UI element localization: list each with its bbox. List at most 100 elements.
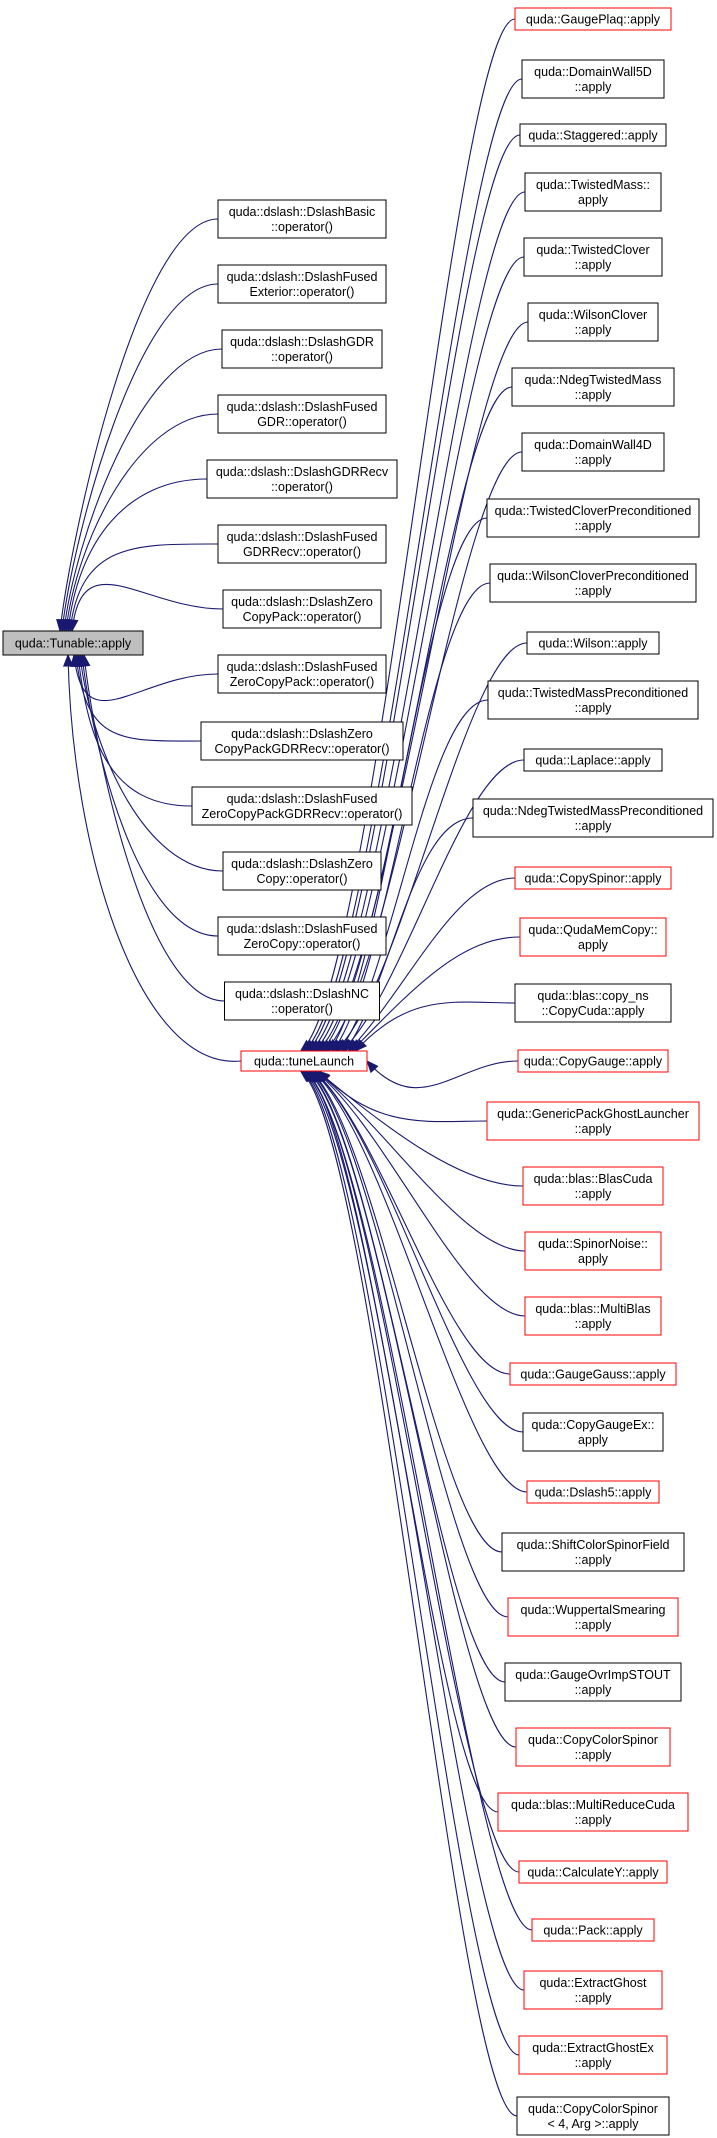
- node-r10-label: ::apply: [575, 584, 613, 598]
- node-r32[interactable]: quda::Pack::apply: [531, 1918, 655, 1942]
- node-r35[interactable]: quda::CopyColorSpinor< 4, Arg >::apply: [516, 2096, 670, 2136]
- node-r11[interactable]: quda::Wilson::apply: [526, 631, 660, 655]
- node-tunable-apply[interactable]: quda::Tunable::apply: [2, 630, 144, 656]
- node-r31[interactable]: quda::CalculateY::apply: [518, 1860, 668, 1884]
- node-d3-box: [221, 329, 383, 369]
- node-r21[interactable]: quda::SpinorNoise::apply: [524, 1231, 662, 1271]
- node-r13[interactable]: quda::Laplace::apply: [523, 748, 663, 772]
- node-d6-label: GDRRecv::operator(): [243, 545, 361, 559]
- node-r8-label: ::apply: [575, 453, 613, 467]
- call-edge: [61, 283, 219, 632]
- node-d2[interactable]: quda::dslash::DslashFusedExterior::opera…: [217, 264, 387, 304]
- node-d2-box: [217, 264, 387, 304]
- node-r14[interactable]: quda::NdegTwistedMassPreconditioned::app…: [472, 798, 714, 838]
- node-r26[interactable]: quda::ShiftColorSpinorField::apply: [501, 1532, 685, 1572]
- call-edge: [305, 1070, 499, 1813]
- node-d6-box: [217, 524, 387, 564]
- node-r4[interactable]: quda::TwistedMass::apply: [524, 172, 662, 212]
- node-r25-box: [526, 1480, 660, 1504]
- node-r21-label: quda::SpinorNoise::: [538, 1237, 648, 1251]
- node-r8-box: [521, 432, 665, 472]
- call-edge: [302, 1070, 525, 1991]
- node-d1[interactable]: quda::dslash::DslashBasic::operator(): [217, 199, 387, 239]
- node-r7-label: ::apply: [575, 388, 613, 402]
- node-r16-box: [519, 917, 667, 957]
- node-d13-box: [224, 981, 380, 1021]
- node-r17-box: [514, 983, 672, 1023]
- call-edge: [69, 543, 219, 632]
- node-r24[interactable]: quda::CopyGaugeEx::apply: [522, 1412, 664, 1452]
- node-r2[interactable]: quda::DomainWall5D::apply: [521, 59, 665, 99]
- node-d8[interactable]: quda::dslash::DslashFusedZeroCopyPack::o…: [217, 654, 387, 694]
- node-r17-label: ::CopyCuda::apply: [542, 1004, 646, 1018]
- node-r30[interactable]: quda::blas::MultiReduceCuda::apply: [497, 1792, 689, 1832]
- node-r14-label: quda::NdegTwistedMassPreconditioned: [483, 804, 703, 818]
- node-r31-label: quda::CalculateY::apply: [527, 1866, 659, 1880]
- node-r6[interactable]: quda::WilsonClover::apply: [527, 302, 659, 342]
- node-r20[interactable]: quda::blas::BlasCuda::apply: [522, 1166, 664, 1206]
- node-r15[interactable]: quda::CopySpinor::apply: [514, 866, 672, 890]
- call-edge: [309, 1070, 509, 1618]
- node-r25[interactable]: quda::Dslash5::apply: [526, 1480, 660, 1504]
- node-r17[interactable]: quda::blas::copy_ns::CopyCuda::apply: [514, 983, 672, 1023]
- node-tunelaunch-box: [240, 1050, 368, 1072]
- call-edge: [347, 877, 516, 1052]
- call-edge: [79, 654, 224, 872]
- node-r27-box: [507, 1597, 679, 1637]
- node-r19-label: quda::GenericPackGhostLauncher: [497, 1107, 689, 1121]
- node-r19[interactable]: quda::GenericPackGhostLauncher::apply: [486, 1101, 700, 1141]
- node-d5-label: quda::dslash::DslashGDRRecv: [216, 465, 389, 479]
- node-r29-box: [515, 1727, 671, 1767]
- node-r26-box: [501, 1532, 685, 1572]
- node-r23-box: [509, 1362, 677, 1386]
- node-r5-label: ::apply: [575, 258, 613, 272]
- node-d9[interactable]: quda::dslash::DslashZeroCopyPackGDRRecv:…: [200, 721, 404, 761]
- node-r12[interactable]: quda::TwistedMassPreconditioned::apply: [487, 680, 699, 720]
- node-r10[interactable]: quda::WilsonCloverPreconditioned::apply: [489, 563, 697, 603]
- node-r7-box: [511, 367, 675, 407]
- node-r28-label: ::apply: [575, 1683, 613, 1697]
- node-d6[interactable]: quda::dslash::DslashFusedGDRRecv::operat…: [217, 524, 387, 564]
- call-edge: [63, 348, 223, 632]
- node-r29[interactable]: quda::CopyColorSpinor::apply: [515, 1727, 671, 1767]
- node-r8-label: quda::DomainWall4D: [534, 438, 652, 452]
- node-r22-box: [524, 1296, 662, 1336]
- node-r29-label: ::apply: [575, 1748, 613, 1762]
- edge-arrowhead: [299, 1070, 313, 1083]
- node-d13[interactable]: quda::dslash::DslashNC::operator(): [224, 981, 380, 1021]
- node-d10[interactable]: quda::dslash::DslashFusedZeroCopyPackGDR…: [191, 786, 413, 826]
- node-r2-box: [521, 59, 665, 99]
- node-d7[interactable]: quda::dslash::DslashZeroCopyPack::operat…: [222, 589, 382, 629]
- node-r23[interactable]: quda::GaugeGauss::apply: [509, 1362, 677, 1386]
- node-r14-box: [472, 798, 714, 838]
- node-d3[interactable]: quda::dslash::DslashGDR::operator(): [221, 329, 383, 369]
- node-d5[interactable]: quda::dslash::DslashGDRRecv::operator(): [206, 459, 398, 499]
- call-edge: [67, 478, 208, 632]
- node-r27-label: ::apply: [575, 1618, 613, 1632]
- node-r20-label: ::apply: [575, 1187, 613, 1201]
- node-r5[interactable]: quda::TwistedClover::apply: [523, 237, 663, 277]
- call-edge: [59, 218, 219, 632]
- node-tunelaunch[interactable]: quda::tuneLaunch: [240, 1050, 368, 1072]
- node-r18[interactable]: quda::CopyGauge::apply: [517, 1049, 669, 1073]
- node-r5-box: [523, 237, 663, 277]
- node-r1[interactable]: quda::GaugePlaq::apply: [514, 7, 672, 31]
- node-r3[interactable]: quda::Staggered::apply: [519, 123, 667, 147]
- node-r21-box: [524, 1231, 662, 1271]
- node-r22[interactable]: quda::blas::MultiBlas::apply: [524, 1296, 662, 1336]
- node-r9[interactable]: quda::TwistedCloverPreconditioned::apply: [486, 498, 700, 538]
- node-r34[interactable]: quda::ExtractGhostEx::apply: [518, 2035, 668, 2075]
- node-r33[interactable]: quda::ExtractGhost::apply: [523, 1970, 663, 2010]
- node-d1-box: [217, 199, 387, 239]
- node-r8[interactable]: quda::DomainWall4D::apply: [521, 432, 665, 472]
- node-r28[interactable]: quda::GaugeOvrImpSTOUT::apply: [504, 1662, 682, 1702]
- node-d12[interactable]: quda::dslash::DslashFusedZeroCopy::opera…: [217, 916, 387, 956]
- node-r27[interactable]: quda::WuppertalSmearing::apply: [507, 1597, 679, 1637]
- node-d9-label: CopyPackGDRRecv::operator(): [214, 742, 389, 756]
- node-r7[interactable]: quda::NdegTwistedMass::apply: [511, 367, 675, 407]
- node-r16[interactable]: quda::QudaMemCopy::apply: [519, 917, 667, 957]
- node-r22-label: ::apply: [575, 1317, 613, 1331]
- node-r34-box: [518, 2035, 668, 2075]
